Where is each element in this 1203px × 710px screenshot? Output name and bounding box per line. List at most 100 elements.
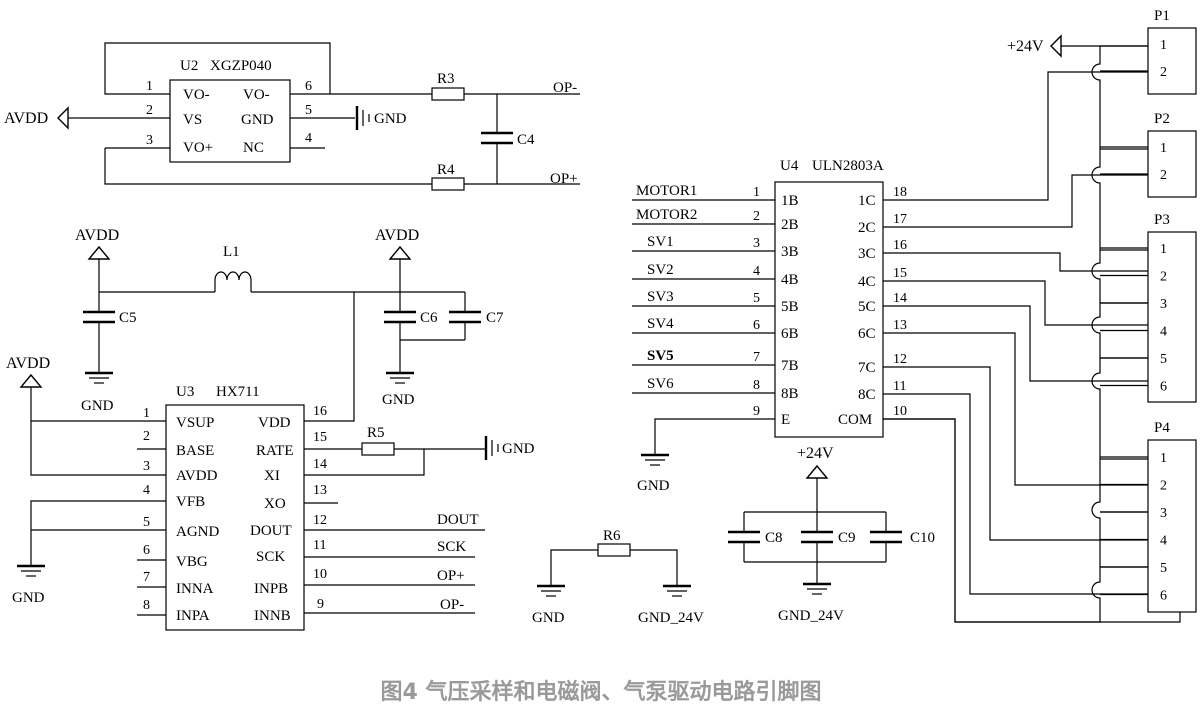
c10-label: C10	[910, 530, 935, 546]
c9-label: C9	[838, 530, 856, 546]
u4-output-trace	[883, 366, 1148, 541]
u3-ref: U3	[176, 384, 194, 400]
u3-pin-num: 12	[313, 513, 327, 528]
connector-pin-num: 6	[1160, 380, 1167, 395]
u3-left-pins: 1 2 3 4 5 6 7 8 VSUP BASE AVDD VFB AGND …	[137, 406, 219, 624]
u3-pin-name: XO	[264, 496, 286, 512]
c9-p24v-label: +24V	[797, 445, 834, 462]
connector-pin-num: 1	[1160, 242, 1167, 257]
u3-pin-num: 9	[317, 597, 324, 612]
u4-pin-name: 5B	[781, 299, 799, 315]
u3-right-pins: 16 15 14 13 12 11 10 9 VDD RATE XI XO DO…	[250, 404, 485, 624]
connector-ref: P3	[1154, 212, 1170, 228]
u2-pin2-name: VS	[183, 112, 202, 128]
r5-label: R5	[367, 425, 385, 441]
u3-net-sck: SCK	[437, 539, 466, 555]
u2-ref: U2	[180, 58, 198, 74]
u4-input-net: MOTOR1	[636, 183, 697, 199]
c9-gnd24-label: GND_24V	[778, 608, 844, 624]
u3-pin-num: 8	[143, 598, 150, 613]
u4-pin-name: 5C	[858, 299, 876, 315]
u4-pin-name: 6C	[858, 326, 876, 342]
connector-pin-num: 5	[1160, 352, 1167, 367]
u3-pin-num: 1	[143, 406, 150, 421]
r6-label: R6	[603, 528, 621, 544]
connector-ref: P2	[1154, 111, 1170, 127]
c8-label: C8	[765, 530, 783, 546]
u2-body	[169, 79, 291, 163]
u4-input-net: SV3	[647, 289, 674, 305]
u4-output-trace	[883, 393, 1148, 595]
u4-pin-num: 5	[753, 291, 760, 306]
r5-resistor	[361, 442, 395, 456]
u3-pin-num: 13	[313, 483, 327, 498]
u4-gnd-label: GND	[637, 478, 670, 494]
u4-output-trace	[883, 252, 1148, 272]
u3-pin-num: 16	[313, 404, 327, 419]
r6-gnd-bridge: R6 GND GND_24V	[532, 528, 704, 626]
r6-gnd-label: GND	[532, 610, 565, 626]
u3-net-opplus: OP+	[437, 568, 465, 584]
u4-output-trace	[883, 174, 1148, 228]
connector-pin-num: 5	[1160, 561, 1167, 576]
u4-pin-name: 7B	[781, 358, 799, 374]
connector-pin-num: 1	[1160, 451, 1167, 466]
u3-pin-name: INNA	[176, 581, 214, 597]
c7-label: C7	[486, 310, 504, 326]
u4-output-trace	[883, 71, 1148, 201]
op-minus-net: OP-	[553, 80, 577, 96]
power-filter: AVDD C5 GND L1 AVDD C6 C7 GND	[75, 227, 504, 422]
driver-routing	[883, 45, 1181, 623]
u2-gnd-label: GND	[374, 111, 407, 127]
connector-pin-num: 1	[1160, 38, 1167, 53]
u4-pin-name: 6B	[781, 326, 799, 342]
u4-part: ULN2803A	[812, 158, 884, 174]
u2-pin6-num: 6	[305, 79, 312, 94]
u4-input-net: SV1	[647, 234, 674, 250]
r4-resistor	[431, 177, 465, 191]
avdd-arrow-icon	[388, 245, 412, 260]
u4-pin-name: E	[781, 412, 790, 428]
r5-gnd-label: GND	[502, 441, 535, 457]
connector-pin-num: 3	[1160, 506, 1167, 521]
u2-pin1-num: 1	[146, 79, 153, 94]
u4-input-net: SV5	[647, 348, 674, 364]
u3-pin-num: 7	[143, 570, 150, 585]
u4-pin-name: 2B	[781, 217, 799, 233]
u3-pin-name: VBG	[176, 554, 208, 570]
u4-pin-num: 11	[893, 379, 906, 394]
connector-body	[1147, 439, 1197, 613]
connector-pin-num: 2	[1160, 479, 1167, 494]
u4-pin-num: 18	[893, 185, 907, 200]
u2-pin3-name: VO+	[183, 140, 213, 156]
u3-adc: U3 HX711 1 2 3 4 5 6 7 8 VSUP BASE AVDD …	[6, 355, 535, 631]
figure-caption: 图4 气压采样和电磁阀、气泵驱动电路引脚图	[381, 679, 822, 705]
u4-pin-name: 2C	[858, 220, 876, 236]
avdd-arrow-icon	[57, 106, 69, 130]
u4-pin-num: 12	[893, 352, 907, 367]
connector-body	[1147, 27, 1197, 95]
u2-sensor: U2 XGZP040 1 2 3 VO- VS VO+ 6 5 4 VO- GN…	[4, 42, 580, 191]
connector-pin-num: 2	[1160, 168, 1167, 183]
24v-decoupling: +24V C8 C9 C10 GND_24V	[728, 445, 935, 624]
u4-pin-num: 6	[753, 318, 760, 333]
u4-pin-name: 7C	[858, 360, 876, 376]
u4-pin-num: 15	[893, 266, 907, 281]
connector-body	[1147, 130, 1197, 198]
u3-net-opminus: OP-	[440, 597, 464, 613]
u3-pin-name: AVDD	[176, 468, 218, 484]
l1-label: L1	[223, 244, 240, 260]
r3-resistor	[431, 87, 465, 101]
u4-output-trace	[883, 280, 1148, 326]
avdd-arrow-icon	[87, 245, 111, 260]
u4-output-trace	[883, 305, 1148, 382]
u4-driver: U4 ULN2803A 11BMOTOR122BMOTOR233BSV144BS…	[632, 158, 907, 494]
u4-input-net: SV2	[647, 262, 674, 278]
p24v-bus: +24V	[1007, 34, 1100, 58]
u3-body	[165, 404, 305, 631]
u2-pin3-num: 3	[146, 133, 153, 148]
